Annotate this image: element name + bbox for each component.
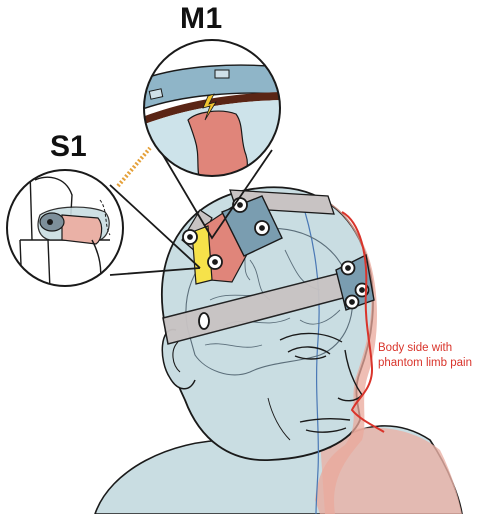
s1-connector xyxy=(118,148,150,186)
side-annotation-line1: Body side with xyxy=(378,341,480,356)
m1-label: M1 xyxy=(180,2,223,36)
side-annotation: Body side with phantom limb pain xyxy=(378,341,480,371)
side-annotation-line2: phantom limb pain xyxy=(378,356,480,371)
s1-inset xyxy=(5,168,125,290)
s1-label: S1 xyxy=(50,130,87,164)
